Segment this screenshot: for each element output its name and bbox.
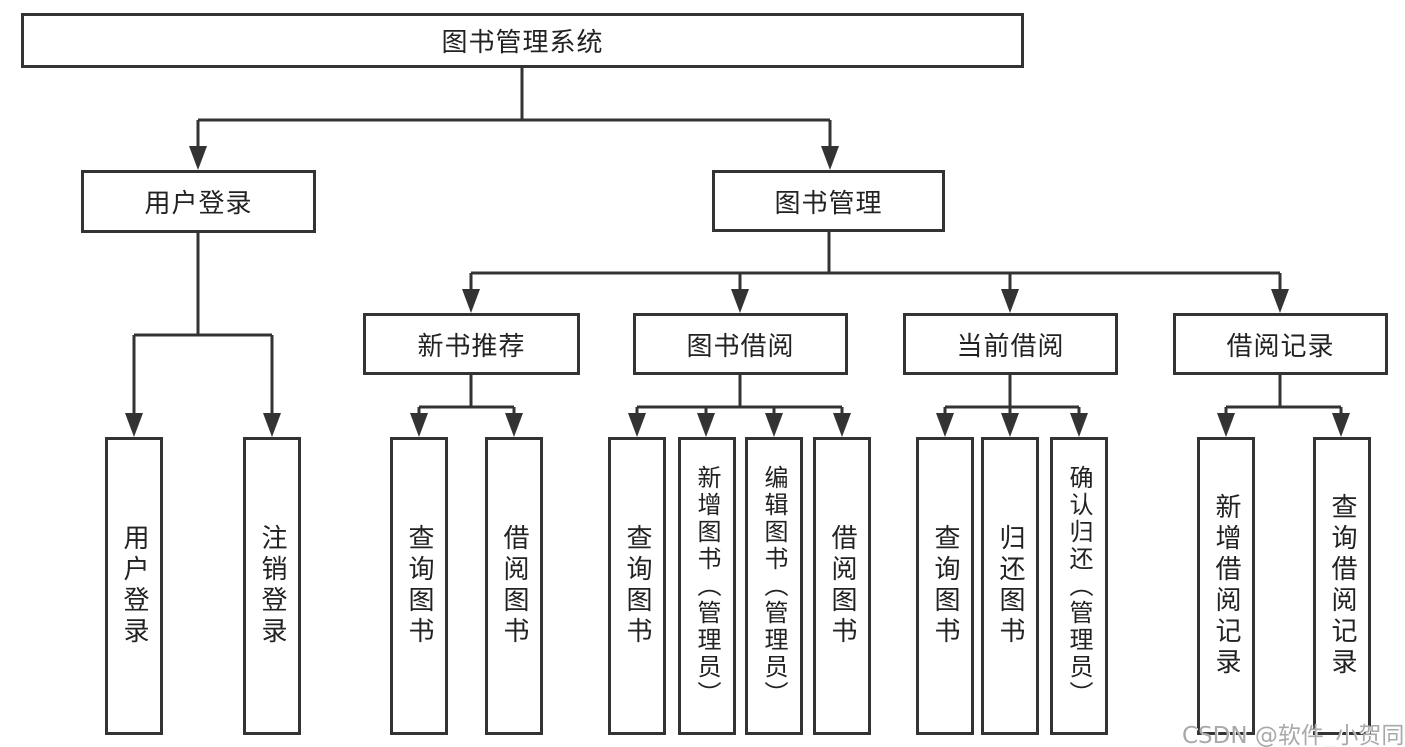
connector-current-borrow <box>943 375 1081 415</box>
leaf-query-books-current: 查询图书 <box>916 437 974 735</box>
leaf-add-borrow-record: 新增借阅记录 <box>1197 437 1255 735</box>
node-user-login: 用户登录 <box>81 170 316 233</box>
node-label: 查询图书 <box>404 524 434 648</box>
leaf-return-books: 归还图书 <box>981 437 1039 735</box>
node-label: 编辑图书（管理员） <box>760 464 788 708</box>
node-label: 当前借阅 <box>956 331 1065 362</box>
connector-root <box>196 68 832 148</box>
connector-book-management <box>469 232 1282 291</box>
connector-book-borrow <box>635 375 844 415</box>
node-label: 用户登录 <box>119 524 149 648</box>
node-label: 借阅图书 <box>827 524 857 648</box>
node-label: 注销登录 <box>257 524 287 648</box>
node-label: 新书推荐 <box>417 331 526 362</box>
leaf-query-borrow-record: 查询借阅记录 <box>1313 437 1371 735</box>
node-label: 用户登录 <box>144 189 253 219</box>
leaf-query-books-borrow: 查询图书 <box>608 437 666 735</box>
node-label: 新增图书（管理员） <box>693 464 721 708</box>
leaf-logout: 注销登录 <box>243 437 301 735</box>
node-library-management-system: 图书管理系统 <box>21 13 1024 68</box>
node-label: 归还图书 <box>995 524 1025 648</box>
node-current-borrow: 当前借阅 <box>903 313 1118 375</box>
node-label: 查询借阅记录 <box>1327 493 1357 679</box>
node-book-management: 图书管理 <box>712 170 945 232</box>
connector-borrow-record <box>1224 375 1343 415</box>
node-borrow-record: 借阅记录 <box>1173 313 1388 375</box>
node-book-borrow: 图书借阅 <box>633 313 848 375</box>
node-label: 借阅图书 <box>499 524 529 648</box>
leaf-borrow-books-recommend: 借阅图书 <box>485 437 543 735</box>
connector-new-book <box>417 375 516 415</box>
node-label: 确认归还（管理员） <box>1065 464 1093 708</box>
node-label: 图书管理 <box>774 188 883 219</box>
leaf-confirm-return-admin: 确认归还（管理员） <box>1050 437 1108 735</box>
leaf-edit-books-admin: 编辑图书（管理员） <box>745 437 803 735</box>
node-label: 查询图书 <box>622 524 652 648</box>
connector-user-login <box>132 233 274 415</box>
node-label: 图书借阅 <box>686 331 795 362</box>
node-label: 图书管理系统 <box>441 28 604 58</box>
node-label: 借阅记录 <box>1226 331 1335 362</box>
leaf-user-login: 用户登录 <box>105 437 163 735</box>
node-new-book-recommend: 新书推荐 <box>363 313 580 375</box>
leaf-add-books-admin: 新增图书（管理员） <box>678 437 736 735</box>
leaf-borrow-books: 借阅图书 <box>813 437 871 735</box>
leaf-query-books-recommend: 查询图书 <box>390 437 448 735</box>
node-label: 查询图书 <box>930 524 960 648</box>
node-label: 新增借阅记录 <box>1211 493 1241 679</box>
csdn-watermark: CSDN @软件_小贺同学 <box>1182 723 1405 747</box>
